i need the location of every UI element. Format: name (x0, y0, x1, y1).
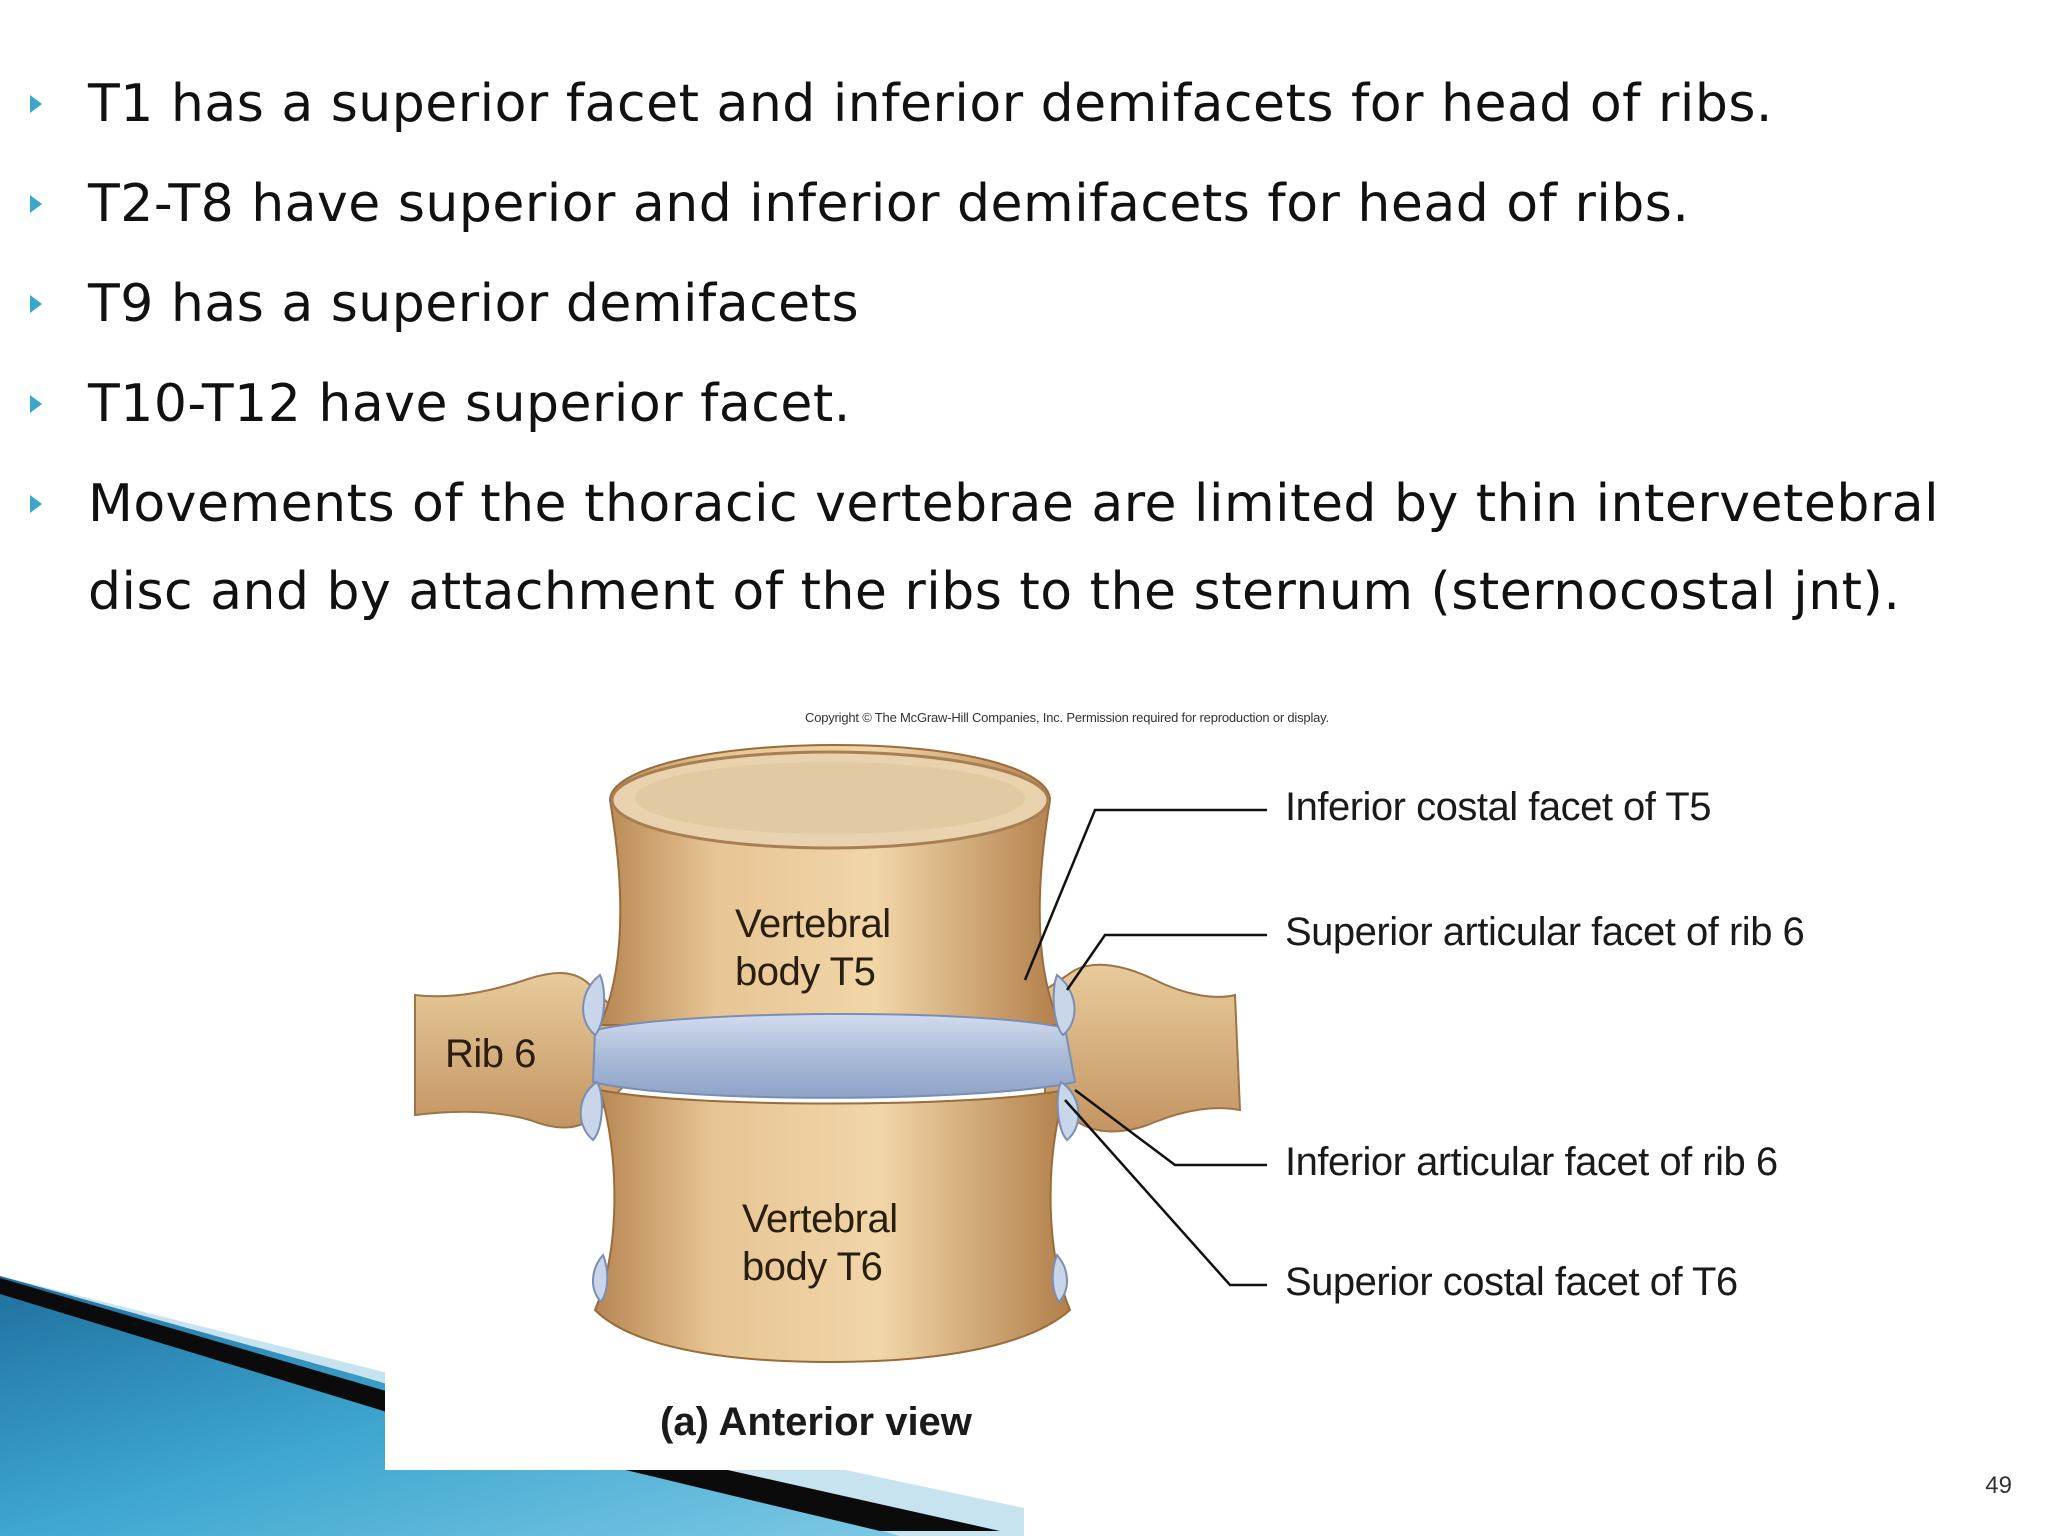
bullet-text: T10-T12 have superior facet. (88, 374, 851, 434)
vertebrae-figure: Copyright © The McGraw-Hill Companies, I… (385, 690, 2000, 1470)
vertebrae-illustration (414, 743, 1267, 1364)
label-inferior-articular-facet-rib6: Inferior articular facet of rib 6 (1285, 1140, 1778, 1184)
figure-caption: (a) Anterior view (660, 1400, 972, 1444)
bullet-item-t10-t12: T10-T12 have superior facet. (30, 360, 2038, 448)
bullet-arrow-icon (30, 195, 42, 213)
label-rib6: Rib 6 (445, 1032, 536, 1076)
bullet-text: T1 has a superior facet and inferior dem… (88, 74, 1773, 134)
bullet-text: T2-T8 have superior and inferior demifac… (88, 174, 1690, 234)
bullet-item-t2-t8: T2-T8 have superior and inferior demifac… (30, 160, 2038, 248)
bullet-item-t1: T1 has a superior facet and inferior dem… (30, 60, 2038, 148)
bullet-arrow-icon (30, 395, 42, 413)
label-vertebral-body-t5: Vertebral body T5 (735, 902, 891, 994)
bullet-arrow-icon (30, 95, 42, 113)
leader-line-inferior-articular-facet-rib6 (1074, 1089, 1267, 1167)
bullet-text: Movements of the thoracic vertebrae are … (88, 474, 1940, 622)
leader-line-superior-costal-facet-t6 (1064, 1099, 1267, 1287)
bullet-item-movements: Movements of the thoracic vertebrae are … (30, 460, 2038, 636)
bullet-item-t9: T9 has a superior demifacets (30, 260, 2038, 348)
label-superior-articular-facet-rib6: Superior articular facet of rib 6 (1285, 910, 1805, 954)
copyright-notice: Copyright © The McGraw-Hill Companies, I… (805, 710, 1329, 725)
leader-line-superior-articular-facet-rib6 (1065, 933, 1267, 991)
bullet-arrow-icon (30, 295, 42, 313)
label-superior-costal-facet-t6: Superior costal facet of T6 (1285, 1260, 1738, 1304)
slide-number: 49 (1985, 1472, 2012, 1499)
label-vertebral-body-t6: Vertebral body T6 (742, 1197, 898, 1289)
bullet-text: T9 has a superior demifacets (88, 274, 860, 334)
intervertebral-disc-shape (591, 1012, 1077, 1099)
leader-line-inferior-costal-facet-t5 (1023, 808, 1267, 981)
label-inferior-costal-facet-t5: Inferior costal facet of T5 (1285, 785, 1711, 829)
right-rib-shape (1044, 963, 1242, 1133)
bullet-arrow-icon (30, 495, 42, 513)
